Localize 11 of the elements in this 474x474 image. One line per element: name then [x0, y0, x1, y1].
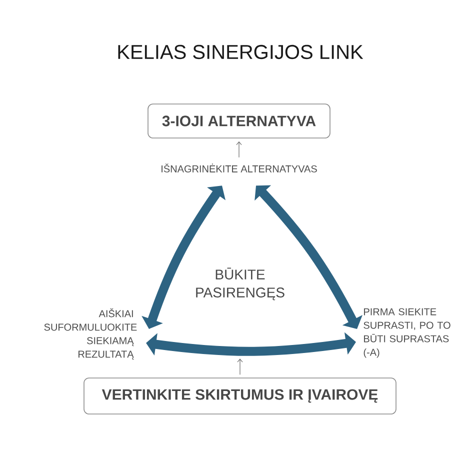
step-text: AIŠKIAI SUFORMULUOKITE SIEKIAMĄ REZULTATĄ — [44, 308, 137, 360]
arrow — [237, 358, 243, 375]
step-box: 3-IOJI ALTERNATYVA — [148, 104, 330, 138]
double-arrow — [254, 185, 362, 329]
step-text: PIRMA SIEKITE SUPRASTI, PO TO BŪTI SUPRASTAS (-A) — [364, 308, 450, 358]
step-text: IŠNAGRINĖKITE ALTERNATYVAS — [162, 164, 317, 172]
title: KELIAS SINERGIJOS LINK — [118, 44, 364, 60]
center-text: BŪKITE PASIRENGĘS — [196, 268, 284, 300]
double-arrow — [146, 332, 356, 356]
step-box: VERTINKITE SKIRTUMUS IR ĮVAIROVĘ — [84, 378, 396, 414]
arrow — [236, 141, 242, 158]
